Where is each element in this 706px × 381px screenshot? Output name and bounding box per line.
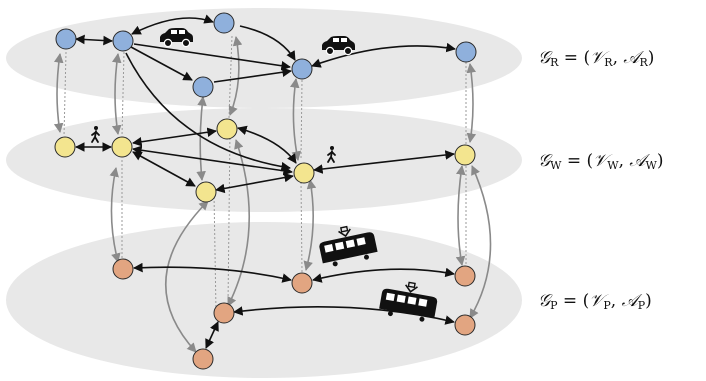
- walk-layer-plane: [6, 108, 522, 212]
- road-layer-plane: [6, 8, 522, 108]
- walk-node: [111, 136, 133, 158]
- transit-node: [291, 272, 313, 294]
- road-layer-label: 𝒢R = (𝒱R, 𝒜R): [538, 48, 655, 69]
- walk-node: [216, 118, 238, 140]
- intra-layer-arrows: [75, 14, 456, 349]
- pedestrian-icon: [91, 126, 100, 143]
- transit-node: [454, 314, 476, 336]
- transit-node: [213, 302, 235, 324]
- walk-layer-label: 𝒢W = (𝒱W, 𝒜W): [538, 151, 664, 172]
- transit-node: [454, 265, 476, 287]
- walk-node: [454, 144, 476, 166]
- pedestrian-icon: [327, 146, 336, 163]
- transit-layer-nodes: [112, 258, 476, 370]
- road-node: [455, 41, 477, 63]
- road-node: [192, 76, 214, 98]
- transit-layer-plane: [6, 222, 522, 378]
- road-node: [112, 30, 134, 52]
- transit-node: [192, 348, 214, 370]
- walk-layer-nodes: [54, 118, 476, 203]
- car-icon: [322, 36, 355, 56]
- car-icon: [160, 28, 193, 48]
- transit-node: [112, 258, 134, 280]
- road-node: [291, 58, 313, 80]
- walk-node: [293, 162, 315, 184]
- road-layer-nodes: [55, 12, 477, 98]
- tram-icon: [319, 225, 378, 267]
- transit-layer-label: 𝒢P = (𝒱P, 𝒜P): [538, 291, 652, 312]
- walk-node: [54, 136, 76, 158]
- tram-icon: [379, 281, 438, 322]
- walk-node: [195, 181, 217, 203]
- road-node: [55, 28, 77, 50]
- road-node: [213, 12, 235, 34]
